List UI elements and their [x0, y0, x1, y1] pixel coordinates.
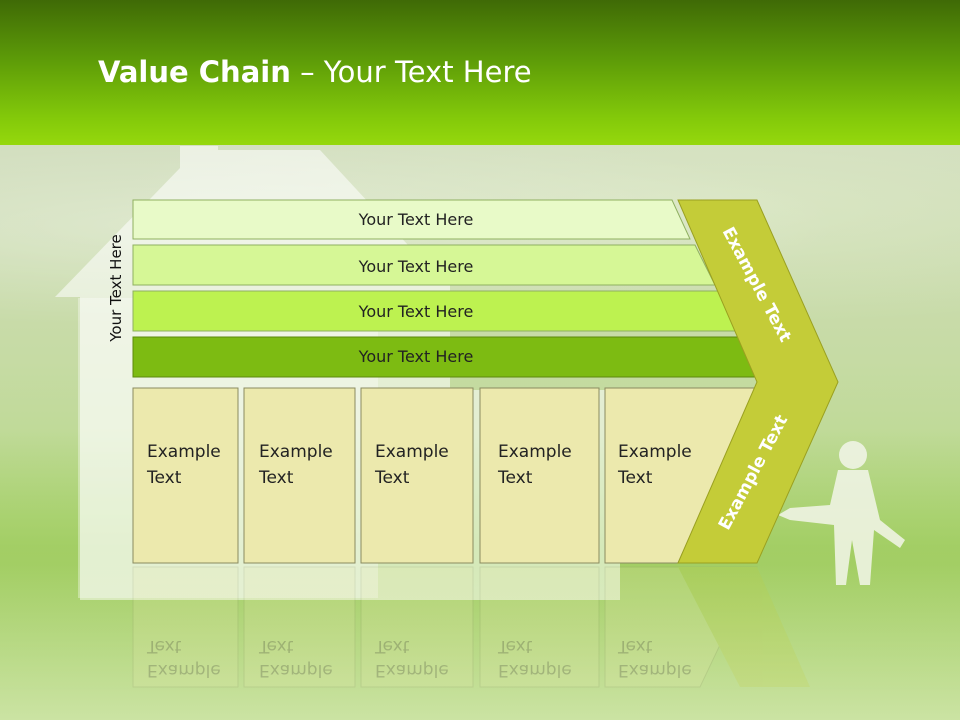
cell-1-line1: Example: [147, 442, 221, 462]
refl-2-line1: Example: [259, 660, 333, 680]
refl-1-line1: Example: [147, 660, 221, 680]
cell-5-line2: Text: [618, 468, 653, 488]
bar-label-2: Your Text Here: [358, 257, 474, 276]
cell-reflection-5: Example Text: [618, 634, 692, 682]
slide-title: Value Chain – Your Text Here: [98, 55, 532, 89]
cell-box-3: [360, 387, 474, 564]
refl-2-line2: Text: [259, 636, 294, 656]
diagram-reflection: [132, 566, 810, 688]
cell-reflection-4: Example Text: [498, 634, 572, 682]
refl-5-line1: Example: [618, 660, 692, 680]
chevron-arrow: [677, 199, 839, 564]
cell-box-2: [243, 387, 356, 564]
cell-3-line1: Example: [375, 442, 449, 462]
bar-label-1: Your Text Here: [358, 210, 474, 229]
cell-2-line1: Example: [259, 442, 333, 462]
bar-label-3: Your Text Here: [358, 302, 474, 321]
refl-5-line2: Text: [618, 636, 653, 656]
title-bold: Value Chain: [98, 55, 291, 89]
refl-4-line2: Text: [498, 636, 533, 656]
refl-4-line1: Example: [498, 660, 572, 680]
cell-4-line2: Text: [498, 468, 533, 488]
cell-3-line2: Text: [375, 468, 410, 488]
reflection-fade: [0, 565, 960, 720]
cell-reflection-1: Example Text: [147, 634, 221, 682]
value-bar-1: [132, 199, 691, 240]
cell-reflection-2: Example Text: [259, 634, 333, 682]
title-bar: [0, 0, 960, 145]
cell-4-line1: Example: [498, 442, 572, 462]
cell-reflection-3: Example Text: [375, 634, 449, 682]
refl-3-line2: Text: [375, 636, 410, 656]
bar-label-4: Your Text Here: [358, 347, 474, 366]
title-rest: – Your Text Here: [290, 55, 532, 89]
cell-5-line1: Example: [618, 442, 692, 462]
refl-1-line2: Text: [147, 636, 182, 656]
cell-1-line2: Text: [147, 468, 182, 488]
refl-3-line1: Example: [375, 660, 449, 680]
cell-box-1: [132, 387, 239, 564]
cell-box-4: [479, 387, 600, 564]
cell-2-line2: Text: [259, 468, 294, 488]
